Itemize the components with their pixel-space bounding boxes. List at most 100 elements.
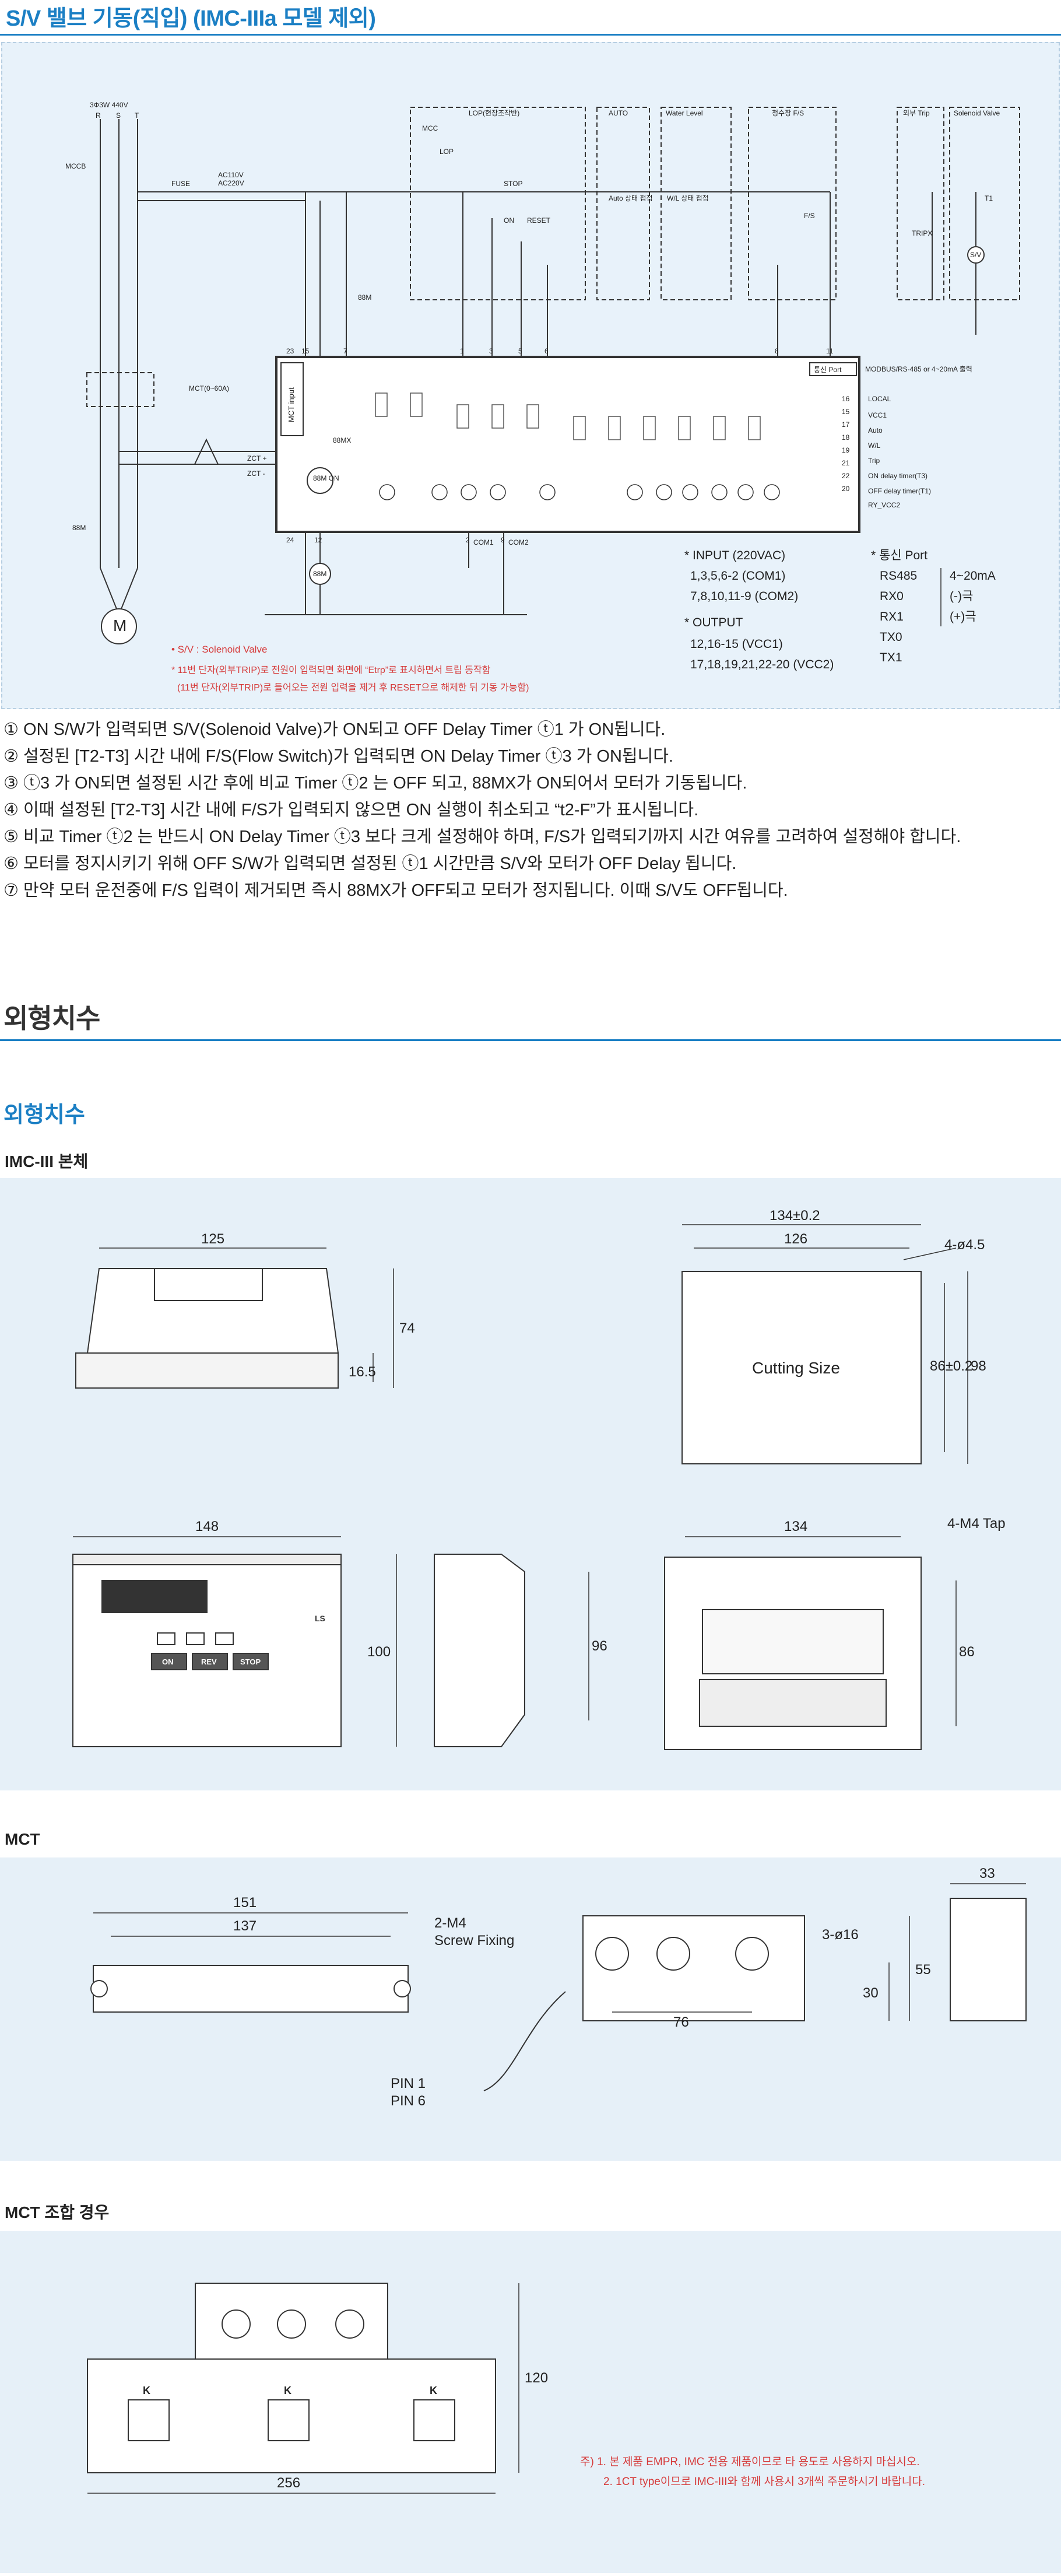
- input-line: 1,3,5,6-2 (COM1): [690, 569, 785, 583]
- wiring-diagram-panel: 3Φ3W 440V R S T MCCB FUSE AC110V AC220V …: [1, 42, 1060, 709]
- tripx-label: TRIPX: [912, 229, 932, 237]
- pin-label: PIN 1: [391, 2076, 426, 2091]
- note-item: ⑤ 비교 Timer ⓣ2 는 반드시 ON Delay Timer ⓣ3 보다…: [3, 828, 961, 846]
- dim-label: 33: [979, 1866, 995, 1881]
- t1-label: T1: [985, 194, 993, 202]
- comm-a: TX0: [880, 630, 902, 644]
- dim-label: 98: [971, 1358, 986, 1374]
- wl-contact-label: W/L 상태 접점: [667, 194, 709, 202]
- comm-a: TX1: [880, 651, 902, 664]
- rterm-label: LOCAL: [868, 395, 891, 403]
- com1-label: COM1: [473, 538, 494, 546]
- combo-drawing: K K K 256 120 주) 1. 본 제품 EMPR, IMC 전용 제품…: [87, 2283, 925, 2494]
- dim-label: 256: [277, 2475, 300, 2491]
- comm-b: (+)극: [950, 610, 976, 623]
- rterm-num: 16: [842, 395, 850, 403]
- input-line: 7,8,10,11-9 (COM2): [690, 590, 798, 603]
- dim-label: 16.5: [349, 1364, 376, 1380]
- dim-label: 86±0.2: [930, 1358, 972, 1374]
- on-label: ON: [504, 216, 514, 225]
- rterm-label: VCC1: [868, 411, 887, 419]
- mct-panel: 151 137 2-M4 Screw Fixing PIN 1 PIN 6 3-…: [0, 1857, 1061, 2161]
- output-title: * OUTPUT: [684, 616, 743, 629]
- rterm-num: 21: [842, 459, 850, 467]
- mct-label: MCT(0~60A): [189, 384, 229, 392]
- rterm-num: 19: [842, 446, 850, 454]
- rterm-num: 18: [842, 433, 850, 441]
- rterm-label: ON delay timer(T3): [868, 472, 928, 480]
- term-bottom: 2: [466, 536, 470, 544]
- rterm-label: OFF delay timer(T1): [868, 487, 931, 495]
- sv-note: • S/V : Solenoid Valve: [171, 644, 267, 655]
- k-mark: K: [284, 2385, 291, 2396]
- wiring-diagram: 3Φ3W 440V R S T MCCB FUSE AC110V AC220V …: [65, 101, 1020, 693]
- dim-label: 30: [863, 1985, 879, 2001]
- pin-label: PIN 6: [391, 2093, 426, 2109]
- term-top: 8: [775, 347, 779, 355]
- dim-label: 4-ø4.5: [944, 1237, 985, 1253]
- k-mark: K: [430, 2385, 437, 2396]
- red-note-1: * 11번 단자(외부TRIP)로 전원이 입력되면 화면에 “Etrp”로 표…: [171, 665, 491, 675]
- rterm-num: 15: [842, 408, 850, 416]
- rterm-num: 20: [842, 485, 850, 493]
- combo-note-1: 주) 1. 본 제품 EMPR, IMC 전용 제품이므로 타 용도로 사용하지…: [580, 2455, 920, 2468]
- dim-label: Screw Fixing: [434, 1933, 514, 1948]
- comm-b: (-)극: [950, 590, 973, 603]
- dim-label: 134±0.2: [770, 1208, 820, 1224]
- mct-heading: MCT: [5, 1830, 40, 1848]
- dim-label: 134: [784, 1519, 807, 1534]
- dim-label: 2-M4: [434, 1915, 466, 1931]
- output-line: 12,16-15 (VCC1): [690, 637, 783, 651]
- term-top: 6: [544, 347, 549, 355]
- note-item: ⑥ 모터를 정지시키기 위해 OFF S/W가 입력되면 설정된 ⓣ1 시간만큼…: [3, 854, 737, 873]
- 88m-main-label: 88M: [72, 524, 86, 532]
- 88m-label: 88M: [358, 293, 371, 302]
- section-divider: [0, 1039, 1061, 1041]
- comm-title: * 통신 Port: [871, 549, 928, 562]
- main-body-drawing: 125 74 16.5 134±0.2 126 4-ø4.5 Cutting S…: [72, 1208, 1006, 1750]
- comm-a: RX0: [880, 590, 904, 603]
- modbus-label: MODBUS/RS-485 or 4~20mA 출력: [865, 365, 972, 373]
- term-bottom: 12: [314, 536, 322, 544]
- auto-contact-label: Auto 상태 접점: [609, 194, 653, 202]
- dim-label: 4-M4 Tap: [947, 1516, 1006, 1531]
- sv-box-label: Solenoid Valve: [954, 109, 1000, 117]
- sv-label: S/V: [970, 251, 981, 259]
- title-divider: [0, 34, 1061, 36]
- note-item: ③ ⓣ3 가 ON되면 설정된 시간 후에 비교 Timer ⓣ2 는 OFF …: [3, 774, 747, 793]
- note-item: ④ 이때 설정된 [T2-T3] 시간 내에 F/S가 입력되지 않으면 ON …: [3, 801, 699, 819]
- mcc-label: MCC: [422, 124, 438, 132]
- comm-a: RS485: [880, 569, 917, 583]
- dim-label: 151: [233, 1895, 257, 1911]
- brand-logo: LS: [315, 1614, 325, 1623]
- term-bottom: 24: [286, 536, 294, 544]
- dim-label: 120: [525, 2370, 548, 2386]
- zct-plus-label: ZCT +: [247, 454, 266, 462]
- sub-title: 외형치수: [3, 1103, 85, 1127]
- dim-label: 125: [201, 1231, 224, 1247]
- section-title: 외형치수: [3, 1003, 100, 1033]
- lop-box-label: LOP(현장조작반): [469, 109, 519, 117]
- term-bottom: 9: [501, 536, 505, 544]
- note-item: ① ON S/W가 입력되면 S/V(Solenoid Valve)가 ON되고…: [3, 720, 666, 739]
- term-top: 3: [489, 347, 493, 355]
- rterm-num: 22: [842, 472, 850, 480]
- rterm-label: RY_VCC2: [868, 501, 900, 509]
- rterm-label: W/L: [868, 441, 881, 450]
- fs-box-label: 청수장 F/S: [772, 109, 804, 117]
- main-body-panel: 125 74 16.5 134±0.2 126 4-ø4.5 Cutting S…: [0, 1178, 1061, 1790]
- term-top: 11: [826, 347, 834, 355]
- lop-label: LOP: [440, 148, 454, 156]
- note-item: ② 설정된 [T2-T3] 시간 내에 F/S(Flow Switch)가 입력…: [3, 747, 673, 766]
- front-button-on: ON: [162, 1657, 174, 1666]
- front-button-rev: REV: [201, 1657, 217, 1666]
- rterm-label: Trip: [868, 457, 880, 465]
- operation-notes: ① ON S/W가 입력되면 S/V(Solenoid Valve)가 ON되고…: [3, 716, 961, 904]
- front-button-stop: STOP: [240, 1657, 261, 1666]
- combo-note-2: 2. 1CT type이므로 IMC-III와 함께 사용시 3개씩 주문하시기…: [603, 2475, 925, 2488]
- dim-label: 148: [195, 1519, 219, 1534]
- term-top: 15: [301, 347, 310, 355]
- 88mx-label: 88MX: [333, 436, 351, 444]
- reset-label: RESET: [527, 216, 551, 225]
- dim-label: 137: [233, 1918, 257, 1934]
